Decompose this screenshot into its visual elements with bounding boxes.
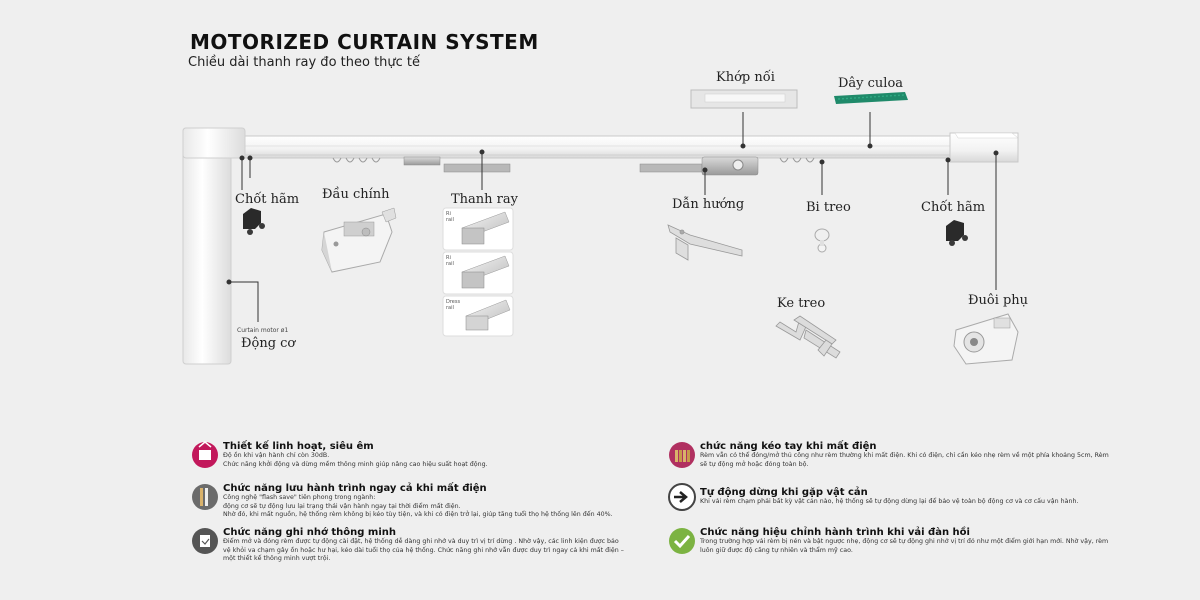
main-rail [237, 135, 959, 159]
rail-profile-1 [442, 207, 514, 251]
label-curtain-motor: Curtain motor ø1 [237, 327, 289, 334]
locking-pin-left [243, 208, 265, 235]
label-dau-chinh: Đầu chính [322, 187, 390, 202]
label-dong-co: Động cơ [241, 336, 296, 351]
feature-line: Điểm mở và đóng rèm được tự động cài đặt… [223, 538, 624, 563]
label-thanh-ray: Thanh ray [451, 192, 518, 207]
rail-type-tag: Ri rail [446, 255, 454, 267]
label-khop-noi: Khớp nối [716, 70, 775, 85]
label-bi-treo: Bi treo [806, 200, 851, 215]
end-tail-part [953, 313, 1019, 365]
feature-title: Chức năng hiệu chỉnh hành trình khi vải … [700, 527, 970, 538]
page-title: MOTORIZED CURTAIN SYSTEM [190, 30, 539, 54]
feature-line: Rèm vẫn có thể đóng/mở thủ công như rèm … [700, 452, 1109, 468]
feature-description: Điểm mở và đóng rèm được tự động cài đặt… [223, 538, 628, 564]
label-chot-ham-right: Chốt hãm [921, 200, 986, 215]
feature-line: Khi vải rèm chạm phải bất kỳ vật cản nào… [700, 498, 1079, 505]
label-dan-huong: Dẫn hướng [672, 197, 745, 212]
feature-title: Thiết kế linh hoạt, siêu êm [223, 441, 374, 452]
feature-description: Khi vải rèm chạm phải bất kỳ vật cản nào… [700, 498, 1112, 507]
page-subtitle: Chiều dài thanh ray đo theo thực tế [188, 55, 421, 70]
feature-title: Tự động dừng khi gặp vật cản [700, 487, 868, 498]
feature-line: động cơ sẽ tự động lưu lại trạng thái vậ… [223, 502, 461, 510]
rail-type-tag: Dress rail [446, 299, 461, 311]
feature-description: Độ ồn khi vận hành chỉ còn 30dB. Chức nă… [223, 452, 643, 469]
label-chot-ham-left: Chốt hãm [235, 192, 300, 207]
feature-title: chức năng kéo tay khi mất điện [700, 441, 877, 452]
rail-end-cap [949, 132, 1019, 163]
feature-description: Trong trường hợp vải rèm bị nén và bật n… [700, 538, 1112, 555]
feature-description: Rèm vẫn có thể đóng/mở thủ công như rèm … [700, 452, 1112, 469]
leader-lines [226, 112, 999, 322]
belt-part [834, 92, 908, 104]
feature-line: Độ ồn khi vận hành chỉ còn 30dB. [223, 452, 330, 459]
rail-profile-3 [442, 295, 514, 337]
main-head-part [321, 207, 397, 273]
feature-line: Nhờ đó, khi mất nguồn, hệ thống rèm khôn… [223, 511, 613, 519]
label-duoi-phu: Đuôi phụ [968, 293, 1029, 308]
label-ke-treo: Ke treo [777, 296, 826, 311]
motor-body [182, 127, 246, 365]
feature-line: Chức năng khởi động và dừng mềm thông mi… [223, 460, 488, 468]
rail-type-tag: Ri rail [446, 211, 454, 223]
guide-part [667, 224, 743, 261]
feature-line: Công nghệ "flash save" tiên phong trong … [223, 494, 376, 501]
feature-icons [192, 441, 696, 554]
feature-title: Chức năng ghi nhớ thông minh [223, 527, 397, 538]
hanging-bracket-part [775, 315, 841, 359]
rail-profile-2 [442, 251, 514, 295]
locking-pin-right [946, 220, 968, 246]
coupling-part [690, 89, 798, 109]
master-carrier-right [639, 156, 759, 176]
feature-line: Trong trường hợp vải rèm bị nén và bật n… [700, 538, 1109, 554]
label-day-culoa: Dây culoa [838, 76, 904, 91]
runner-hooks-left [332, 157, 381, 163]
master-carrier-left [403, 156, 511, 173]
runner-hooks-right [779, 157, 815, 163]
feature-description: Công nghệ "flash save" tiên phong trong … [223, 494, 643, 520]
feature-title: Chức năng lưu hành trình ngay cả khi mất… [223, 483, 487, 494]
ball-hanger-part [814, 228, 830, 253]
